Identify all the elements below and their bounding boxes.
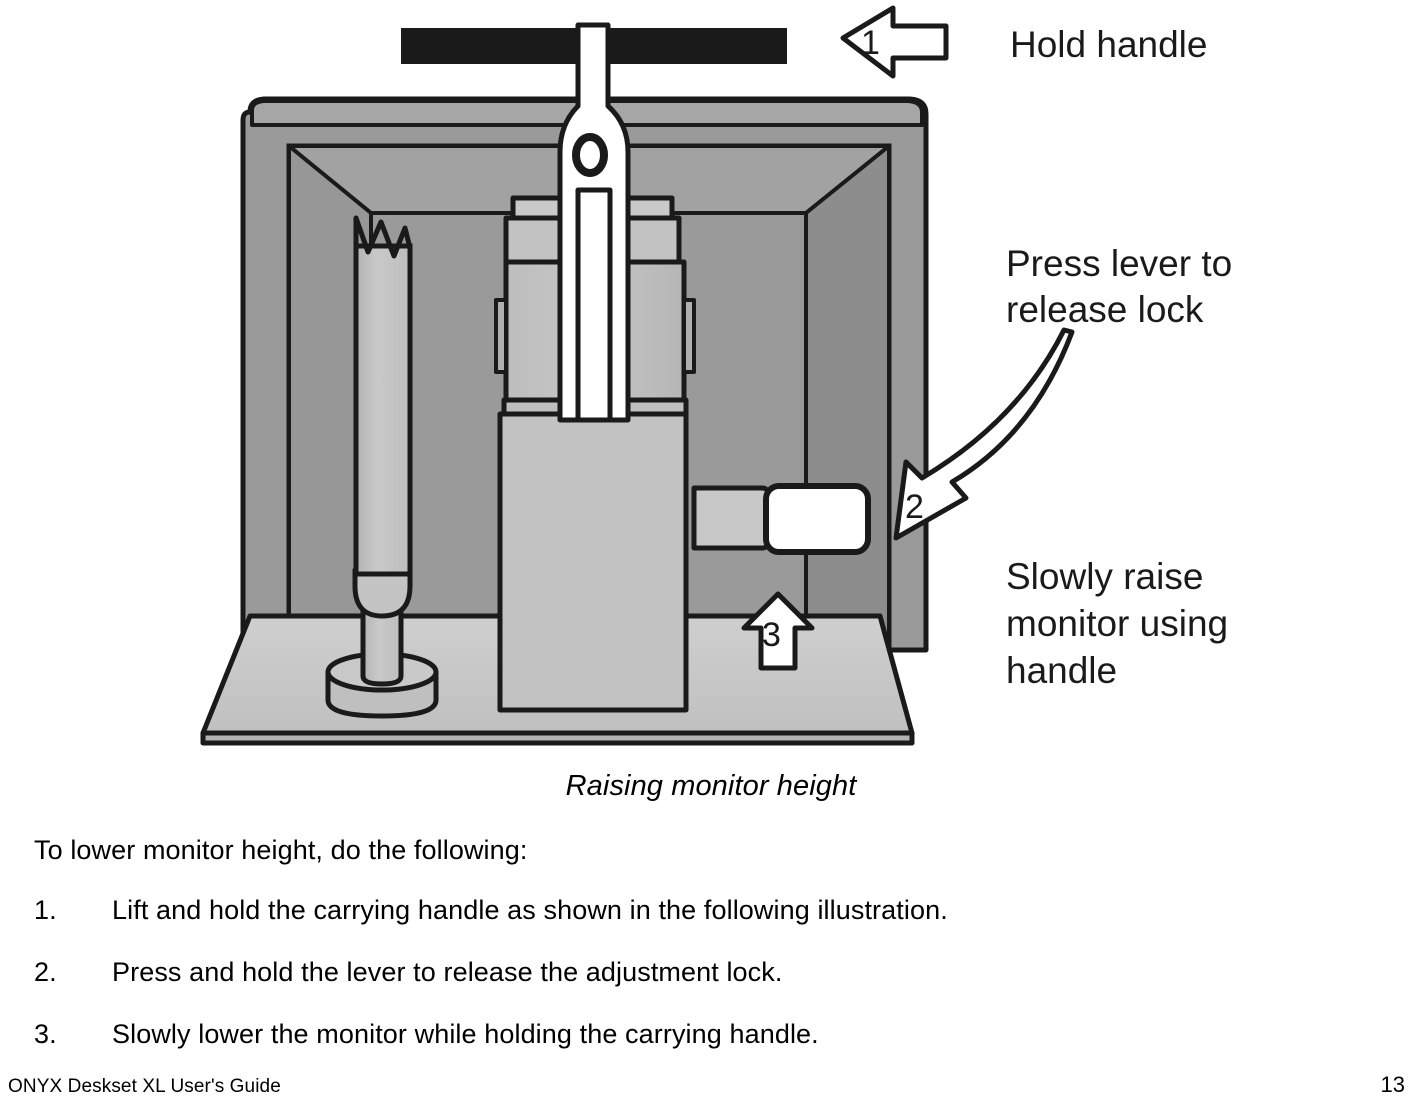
steps-list: 1. Lift and hold the carrying handle as … (34, 893, 1374, 1079)
handle-hole-icon (572, 133, 608, 177)
step-number: 3. (34, 1019, 57, 1049)
raising-monitor-height-illustration: 1 Hold handle Press lever to release loc… (200, 5, 1232, 746)
callout-3-label-line-2: monitor using (1006, 603, 1228, 644)
intro-paragraph: To lower monitor height, do the followin… (34, 835, 528, 865)
callout-1-label: Hold handle (1010, 24, 1207, 65)
callout-1-hold-handle: 1 Hold handle (840, 5, 1207, 79)
step-text: Slowly lower the monitor while holding t… (112, 1019, 819, 1049)
callout-2-number: 2 (905, 488, 924, 526)
step-text: Lift and hold the carrying handle as sho… (112, 895, 948, 925)
monitor-lift-column (494, 195, 696, 713)
callout-2-label-line-2: release lock (1006, 289, 1204, 330)
list-item: 2. Press and hold the lever to release t… (34, 955, 1374, 1017)
step-number: 1. (34, 895, 57, 925)
callout-1-number: 1 (861, 24, 880, 62)
step-number: 2. (34, 957, 57, 987)
left-arrow-icon (840, 5, 949, 79)
figure-caption: Raising monitor height (565, 770, 857, 802)
footer-document-title: ONYX Deskset XL User's Guide (8, 1076, 281, 1097)
callout-3-label-line-1: Slowly raise (1006, 556, 1203, 597)
callout-3-number: 3 (762, 616, 781, 654)
curved-arrow-icon (893, 327, 1075, 541)
callout-2-press-lever: Press lever to release lock 2 (893, 243, 1232, 541)
page-footer: ONYX Deskset XL User's Guide 13 (0, 1061, 1422, 1107)
callout-2-label-line-1: Press lever to (1006, 243, 1232, 284)
up-arrow-icon (741, 591, 815, 671)
list-item: 1. Lift and hold the carrying handle as … (34, 893, 1374, 955)
step-text: Press and hold the lever to release the … (112, 957, 783, 987)
adjustment-post-cutaway (325, 215, 439, 719)
footer-page-number: 13 (1380, 1072, 1405, 1097)
callout-3-slowly-raise: 3 Slowly raise monitor using handle (741, 556, 1228, 691)
callout-3-label-line-3: handle (1006, 650, 1117, 691)
adjustment-release-lever[interactable] (691, 483, 871, 555)
carrying-handle[interactable] (401, 22, 787, 423)
list-item: 3. Slowly lower the monitor while holdin… (34, 1017, 1374, 1079)
